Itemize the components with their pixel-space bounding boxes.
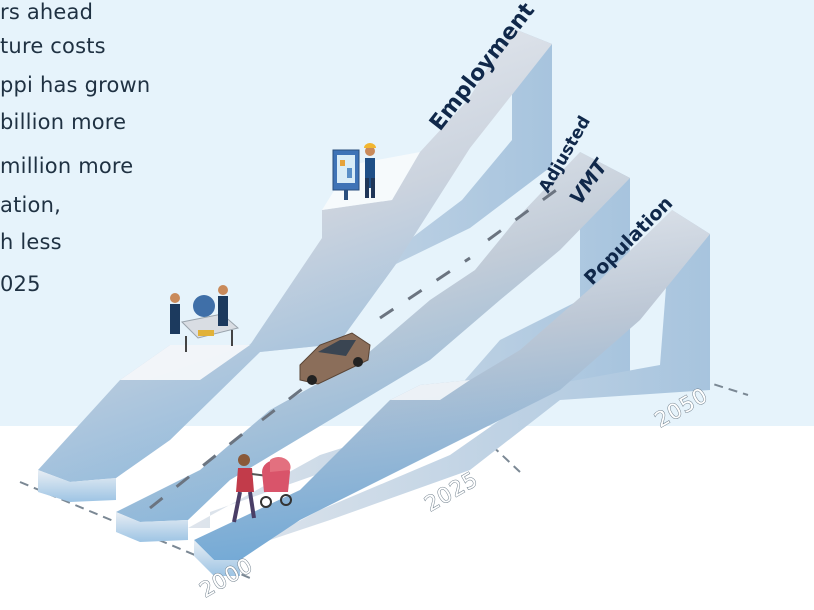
intro-text: rs ahead ture costs ppi has grown billio… [0, 0, 240, 310]
workers-at-table-icon [170, 285, 240, 352]
intro-line: h less [0, 230, 62, 254]
intro-line: rs ahead [0, 0, 94, 24]
intro-line: ture costs [0, 34, 106, 58]
intro-line: ppi has grown [0, 73, 151, 97]
population-ramp [194, 210, 710, 576]
intro-line: billion more [0, 110, 127, 134]
intro-line: million more [0, 154, 134, 178]
car-icon [299, 332, 371, 385]
intro-line: ation, [0, 193, 61, 217]
worker-at-screen-icon [332, 143, 376, 200]
person-with-stroller-icon [232, 454, 292, 523]
intro-line: 025 [0, 272, 41, 296]
